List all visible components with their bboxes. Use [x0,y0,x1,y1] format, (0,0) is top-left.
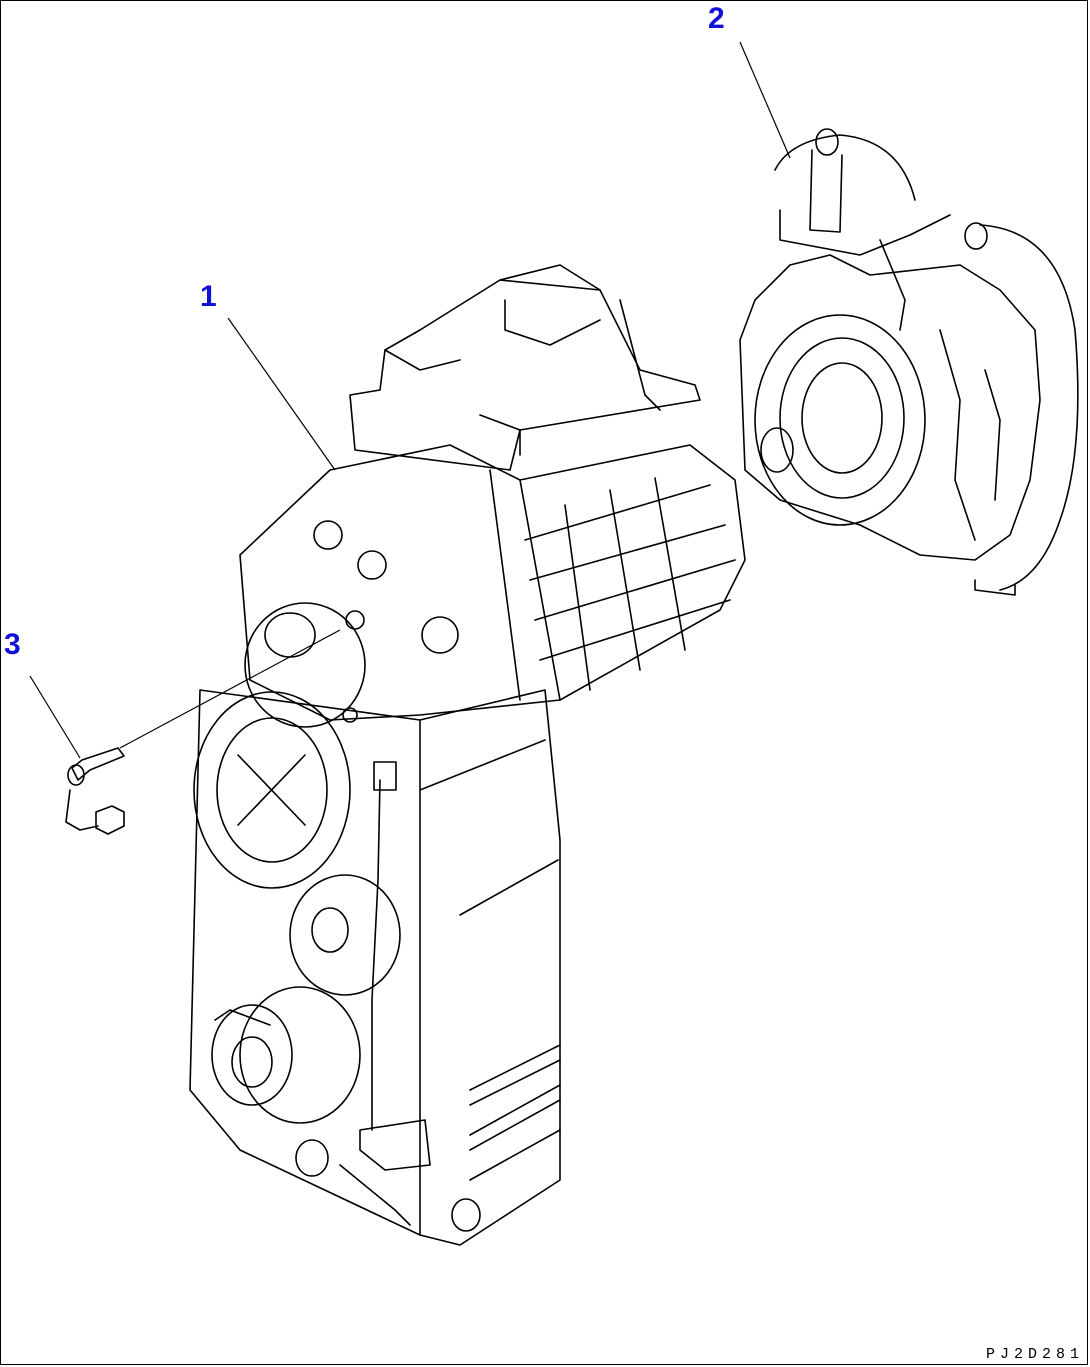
speed-sensor [65,747,125,835]
callout-3: 3 [4,628,21,661]
drawing-code: PJ2D281 [985,1346,1084,1363]
leader-line-2 [739,41,791,159]
transmission-assembly [189,264,746,1246]
leader-line-3 [29,675,81,759]
sensor-install-line [119,629,341,749]
callout-1: 1 [200,280,217,313]
callout-2: 2 [708,2,725,35]
leader-line-1 [227,317,336,471]
transmission-case-rear [739,128,1079,596]
